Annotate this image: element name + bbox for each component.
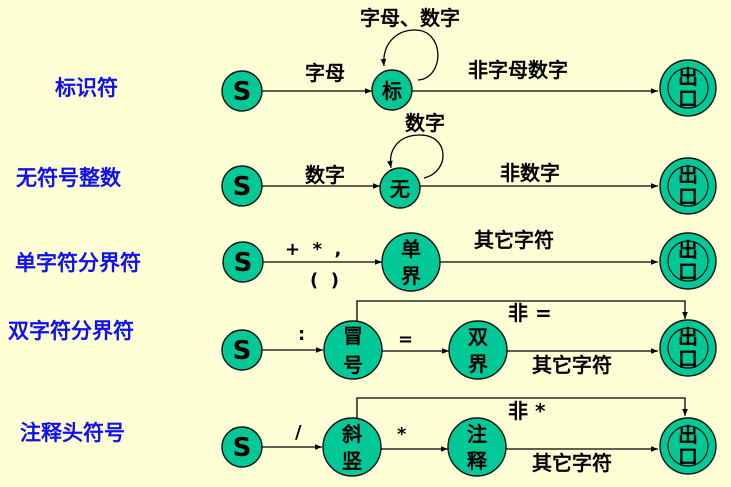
exit-edge-label: 其它字符 (474, 228, 554, 252)
exit-label-bottom: 口 (678, 347, 698, 371)
exit-label-bottom: 口 (678, 445, 698, 469)
exit-node: 出 口 (659, 157, 717, 215)
edge-label: 数字 (305, 163, 345, 187)
start-label: S (233, 77, 252, 107)
start-label: S (233, 433, 252, 463)
row-identifier: 标识符 S 字母 标 字母、数字 非字母数字 出 口 (55, 6, 717, 117)
exit-node: 出 口 (659, 232, 717, 290)
state-label: 标 (382, 79, 402, 103)
state-label-bottom: 释 (467, 449, 488, 473)
row-double-char-delimiter: 双字符分界符 S : 冒 号 = 双 界 非 = 其它字符 出 口 (8, 300, 717, 380)
state-label-bottom: 竖 (342, 449, 362, 473)
self-loop-edge (387, 134, 444, 179)
self-loop-edge (380, 29, 439, 81)
edge-label-top: + * , (285, 239, 341, 260)
start-node: S (221, 70, 263, 112)
state-node: 标 (371, 69, 413, 111)
edge-label: / (295, 422, 302, 443)
exit-node: 出 口 (659, 417, 717, 475)
exit-label-bottom: 口 (678, 185, 698, 209)
row-label: 标识符 (55, 76, 118, 100)
edge-label: : (298, 324, 305, 345)
exit-label-top: 出 (678, 163, 698, 187)
mid-edge-label: = (398, 329, 413, 350)
state-node: 单 界 (381, 232, 441, 292)
start-node: S (221, 165, 263, 207)
edge-label-bottom: ( ) (310, 270, 339, 291)
edge-label: 字母 (305, 61, 345, 85)
row-label: 单字符分界符 (15, 251, 141, 275)
mid-edge-label: * (397, 424, 407, 445)
bypass-edge-label: 非 * (508, 399, 546, 423)
start-label: S (233, 172, 252, 202)
state-node-double: 双 界 (448, 320, 508, 380)
start-label: S (233, 336, 252, 366)
state-node-comment: 注 释 (447, 417, 507, 477)
row-label: 注释头符号 (20, 421, 125, 445)
state-node: 无 (379, 167, 421, 209)
exit-label-bottom: 口 (678, 87, 698, 111)
state-label-top: 注 (467, 422, 487, 446)
state-label-top: 冒 (343, 324, 363, 348)
row-label: 双字符分界符 (8, 319, 134, 343)
state-label-top: 单 (401, 237, 421, 261)
exit-edge-label: 非字母数字 (468, 58, 568, 82)
bypass-edge (356, 300, 688, 321)
exit-edge-label: 其它字符 (532, 451, 612, 475)
row-single-char-delimiter: 单字符分界符 S + * , ( ) 单 界 其它字符 出 口 (15, 228, 717, 292)
row-unsigned-integer: 无符号整数 S 数字 无 数字 非数字 出 口 (16, 111, 717, 215)
state-node-slash: 斜 竖 (322, 417, 382, 477)
bypass-edge (356, 397, 688, 418)
start-node: S (222, 241, 264, 283)
state-label-top: 双 (468, 325, 488, 349)
bypass-edge-label: 非 = (508, 301, 552, 325)
state-label: 无 (390, 177, 410, 201)
state-node-colon: 冒 号 (323, 320, 383, 380)
exit-label-top: 出 (678, 65, 698, 89)
state-label-bottom: 界 (468, 352, 488, 376)
exit-label-top: 出 (678, 423, 698, 447)
exit-node: 出 口 (659, 319, 717, 377)
exit-label-top: 出 (678, 325, 698, 349)
start-node: S (221, 426, 263, 468)
self-loop-label: 数字 (405, 111, 445, 135)
exit-label-top: 出 (678, 238, 698, 262)
state-label-bottom: 界 (401, 264, 421, 288)
exit-label-bottom: 口 (678, 260, 698, 284)
state-label-bottom: 号 (343, 353, 363, 377)
exit-edge-label: 其它字符 (532, 353, 612, 377)
row-label: 无符号整数 (16, 166, 122, 190)
self-loop-label: 字母、数字 (360, 6, 460, 30)
start-label: S (234, 248, 253, 278)
state-label-top: 斜 (341, 422, 362, 446)
row-comment-head: 注释头符号 S / 斜 竖 * 注 释 非 * 其它字符 出 口 (20, 397, 717, 477)
exit-edge-label: 非数字 (500, 161, 560, 185)
exit-node: 出 口 (659, 59, 717, 117)
start-node: S (221, 329, 263, 371)
